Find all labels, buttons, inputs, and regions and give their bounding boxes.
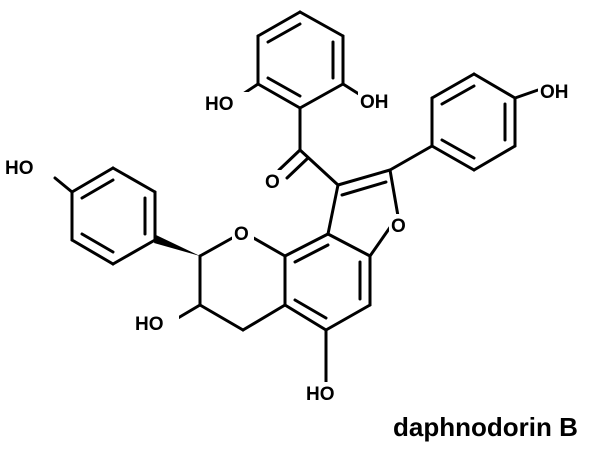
bond [293, 243, 330, 264]
bond [326, 232, 372, 258]
furan-ring [326, 168, 400, 258]
bond [53, 176, 74, 194]
bond [388, 168, 400, 218]
bond [198, 303, 245, 332]
bond [298, 10, 345, 38]
phenol-oh-label: OH [540, 82, 569, 103]
bond [340, 180, 388, 197]
bond [266, 76, 302, 98]
label-mask [263, 170, 285, 194]
bond [298, 148, 340, 187]
bond [440, 84, 476, 106]
compound-name: daphnodorin B [393, 412, 578, 442]
left-hydroxyphenyl-ring [53, 166, 157, 266]
bond [70, 166, 115, 194]
bond [266, 22, 302, 44]
bond [256, 82, 302, 110]
carbonyl-oxygen-label: O [265, 172, 280, 193]
bond [472, 72, 517, 100]
label-mask [3, 156, 49, 180]
bond [80, 178, 115, 200]
phenol-oh-label: HO [5, 158, 34, 179]
bond [176, 303, 202, 320]
bond [336, 168, 392, 187]
bond [440, 138, 476, 160]
phenol-oh-label: HO [205, 94, 234, 115]
top-dihydroxyphenyl-ring [238, 10, 364, 110]
label-mask [203, 92, 249, 116]
bond [241, 303, 287, 332]
bond [430, 72, 476, 100]
bond [111, 238, 157, 266]
bond [283, 303, 328, 332]
ketone-group [277, 106, 340, 187]
bond [256, 10, 302, 38]
hydroxyl-label: HO [306, 384, 335, 405]
bond [298, 82, 345, 110]
hydroxyl-label: HO [135, 314, 164, 335]
bond [285, 156, 310, 180]
phenol-oh-label: OH [360, 92, 389, 113]
label-mask [358, 90, 404, 114]
bond [472, 144, 517, 172]
label-mask [389, 214, 411, 238]
bond [513, 88, 540, 100]
pyran-oxygen-label: O [234, 224, 249, 245]
bond [388, 144, 434, 172]
atom-labels: HO HO OH OH O O O HO HO [3, 80, 584, 406]
wedge-bond [154, 235, 200, 256]
right-hydroxyphenyl-ring [388, 72, 540, 172]
bond [430, 144, 476, 172]
bond [326, 183, 340, 236]
label-mask [538, 80, 584, 104]
label-mask [133, 312, 179, 336]
bond [324, 303, 372, 332]
bond [283, 232, 330, 258]
furan-oxygen-label: O [391, 216, 406, 237]
bond [70, 238, 115, 266]
bond [293, 298, 328, 320]
central-benzene-ring [283, 232, 372, 332]
label-mask [304, 382, 350, 406]
bond [277, 148, 302, 172]
label-mask [232, 222, 254, 246]
bond [111, 166, 157, 194]
pyran-ring [176, 230, 328, 384]
bond [80, 232, 115, 254]
